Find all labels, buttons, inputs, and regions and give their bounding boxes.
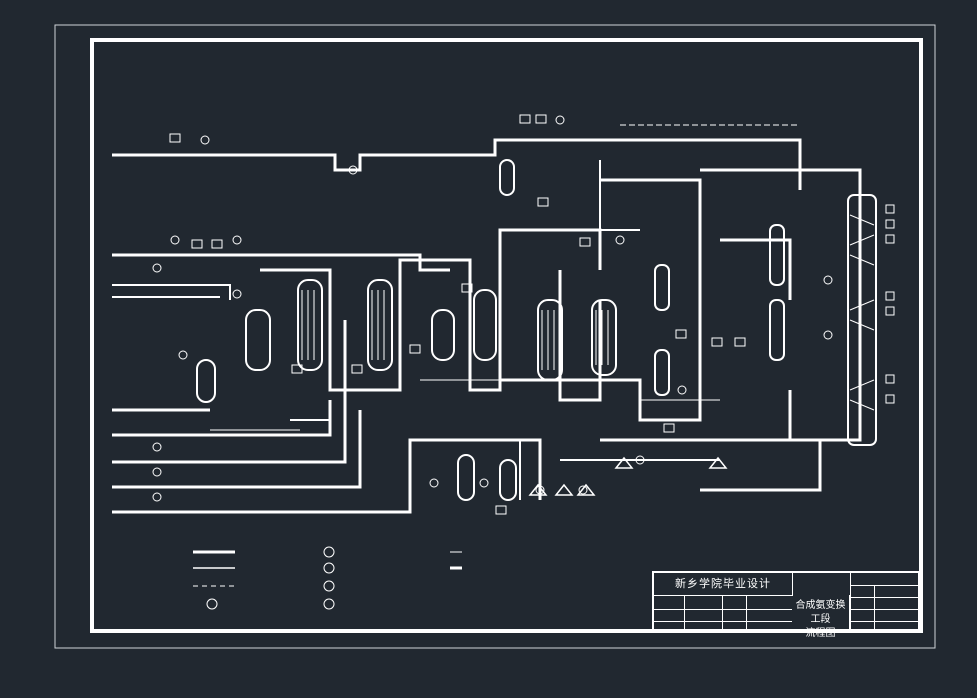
title-block-rule (874, 585, 875, 631)
drawing-frame (90, 38, 923, 633)
title-block-rule (850, 585, 920, 586)
title-block-rule (654, 621, 792, 622)
legend (193, 546, 462, 610)
title-block-rule (746, 595, 747, 631)
drawing-title: 合成氨变换工段 流程图 (792, 595, 850, 639)
drawing-title-line1: 合成氨变换工段 (795, 600, 846, 625)
title-block-rule (654, 609, 792, 610)
title-block-rule (850, 621, 920, 622)
equipment-vessels (196, 159, 877, 501)
title-block-rule (850, 609, 920, 610)
outer-border (54, 24, 936, 649)
title-block-rule (850, 573, 851, 631)
title-block-rule (850, 597, 920, 598)
instruments (152, 115, 833, 502)
title-block: 新乡学院毕业设计 合成氨变换工段 流程图 (652, 571, 920, 639)
title-block-rule (722, 595, 723, 631)
instrument-tags (169, 114, 895, 515)
pumps (528, 456, 728, 496)
drawing-title-line2: 流程图 (805, 628, 836, 639)
column-internals (301, 214, 875, 411)
main-pipelines (112, 124, 862, 514)
school-name: 新乡学院毕业设计 (654, 573, 793, 596)
title-block-rule (684, 595, 685, 631)
